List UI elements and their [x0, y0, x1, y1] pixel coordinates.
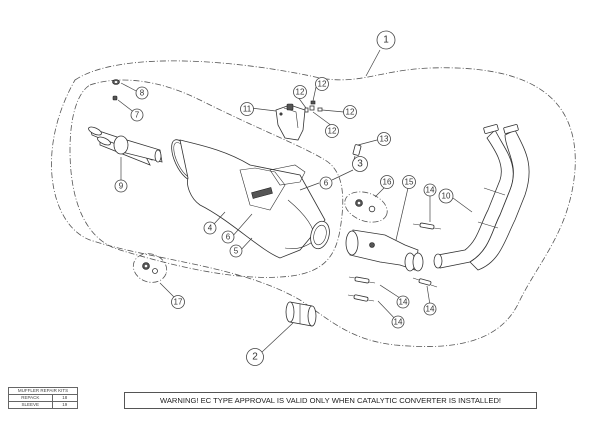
- bracket-bolts-part-12: [304, 100, 323, 113]
- svg-text:14: 14: [399, 298, 408, 307]
- svg-text:16: 16: [383, 178, 392, 187]
- svg-text:11: 11: [243, 105, 252, 114]
- callout-6a: 6: [319, 176, 333, 190]
- svg-text:5: 5: [234, 247, 239, 256]
- callout-12d: 12: [325, 124, 339, 138]
- callout-7: 7: [130, 108, 144, 122]
- svg-text:7: 7: [135, 111, 140, 120]
- callout-14c: 14: [391, 315, 405, 329]
- svg-text:10: 10: [442, 192, 451, 201]
- nut-washer-group-16-outline: [344, 191, 388, 223]
- svg-text:17: 17: [174, 298, 183, 307]
- svg-text:14: 14: [394, 318, 403, 327]
- callout-14b: 14: [396, 295, 410, 309]
- mounting-bracket-part-11: [275, 103, 306, 141]
- callout-13: 13: [377, 132, 391, 146]
- kits-table-title: MUFFLER REPAIR KITS: [8, 387, 78, 395]
- kit-value-sleeve: 19: [51, 401, 79, 409]
- muffler-repair-kits-table: MUFFLER REPAIR KITS REPACK 18 SLEEVE 19: [8, 387, 79, 409]
- warning-notice: WARNING! EC TYPE APPROVAL IS VALID ONLY …: [124, 392, 537, 409]
- svg-text:4: 4: [208, 224, 213, 233]
- callout-9: 9: [114, 179, 128, 193]
- svg-text:2: 2: [252, 352, 258, 363]
- svg-text:3: 3: [357, 159, 363, 170]
- callout-12a: 12: [293, 85, 307, 99]
- header-pipes-part-10: [433, 124, 530, 271]
- nut-washer-kit-part-16: [355, 199, 376, 213]
- nut-washer-group-17-outline: [132, 253, 168, 283]
- svg-text:8: 8: [140, 89, 145, 98]
- springs-part-14: [347, 222, 442, 302]
- kits-table-header-row: MUFFLER REPAIR KITS: [8, 387, 78, 395]
- end-cap-tips-part-9: [88, 126, 163, 166]
- kit-label-repack: REPACK: [8, 394, 53, 402]
- callout-1: 1: [376, 30, 396, 50]
- callout-3: 3: [352, 156, 368, 172]
- washer-part-8: [112, 79, 120, 85]
- callout-12b: 12: [315, 77, 329, 91]
- callout-11: 11: [240, 102, 254, 116]
- screw-part-7: [112, 95, 118, 101]
- callout-4: 4: [203, 221, 217, 235]
- callout-12c: 12: [343, 105, 357, 119]
- callout-10: 10: [438, 188, 454, 204]
- svg-text:14: 14: [426, 305, 435, 314]
- muffler-assembly-outline: [69, 79, 344, 278]
- callout-6b: 6: [221, 230, 235, 244]
- svg-text:12: 12: [346, 108, 355, 117]
- muffler-body: [171, 139, 330, 259]
- callout-15: 15: [402, 175, 416, 189]
- callout-5: 5: [229, 244, 243, 258]
- svg-text:1: 1: [383, 35, 389, 46]
- callout-17: 17: [171, 295, 185, 309]
- svg-text:12: 12: [296, 88, 305, 97]
- callout-14d: 14: [423, 302, 437, 316]
- callout-16: 16: [380, 175, 394, 189]
- svg-text:12: 12: [318, 80, 327, 89]
- svg-text:15: 15: [405, 178, 414, 187]
- svg-text:14: 14: [426, 186, 435, 195]
- callout-14a: 14: [423, 183, 437, 197]
- sleeve-part-2: [285, 301, 317, 327]
- callout-8: 8: [135, 86, 149, 100]
- svg-text:6: 6: [226, 233, 231, 242]
- svg-text:13: 13: [380, 135, 389, 144]
- nut-washer-kit-part-17: [142, 262, 158, 274]
- kit-value-repack: 18: [51, 394, 79, 402]
- callout-2: 2: [246, 348, 264, 366]
- complete-system-outline: [51, 60, 576, 347]
- svg-text:12: 12: [328, 127, 337, 136]
- kits-table-row: REPACK 18: [8, 394, 79, 402]
- kit-label-sleeve: SLEEVE: [8, 401, 53, 409]
- link-pipe-catalyst-part-15: [345, 229, 424, 272]
- svg-text:6: 6: [324, 179, 329, 188]
- svg-text:9: 9: [119, 182, 124, 191]
- kits-table-row: SLEEVE 19: [8, 401, 79, 409]
